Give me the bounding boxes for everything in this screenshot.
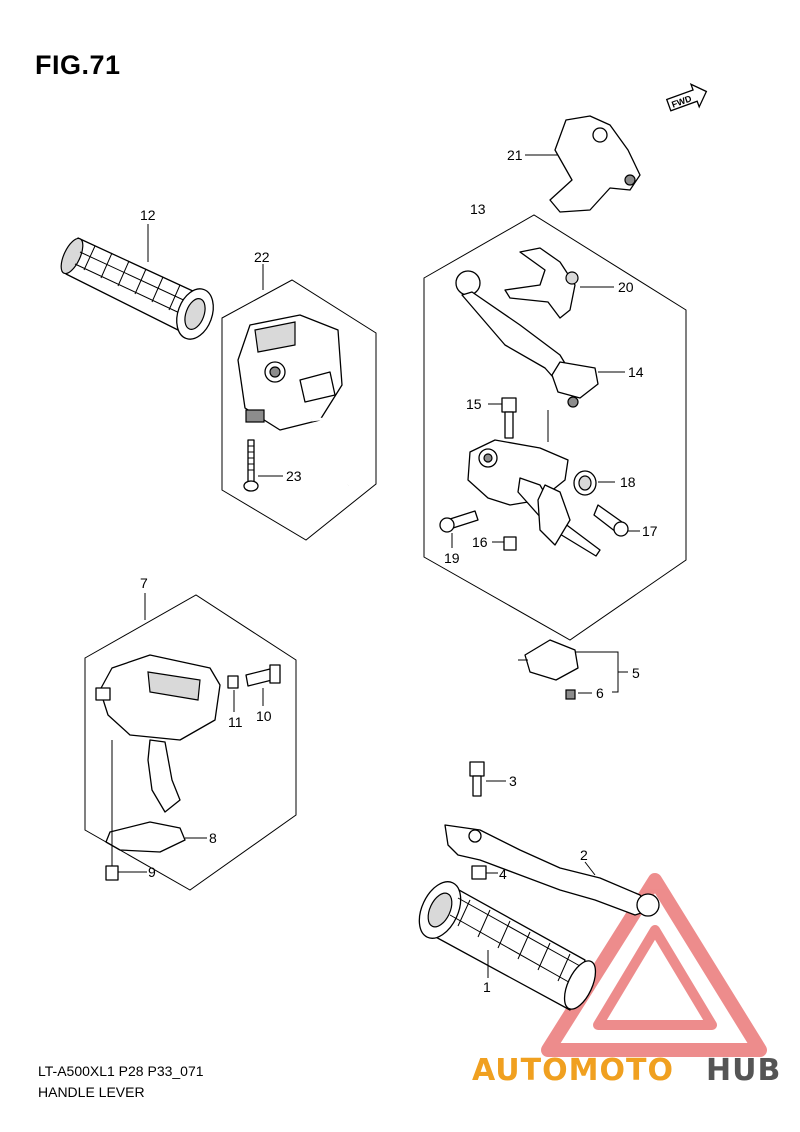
figure-title: FIG.71 bbox=[35, 50, 121, 80]
watermark-text-hub: HUB bbox=[706, 1053, 781, 1088]
part-label-14: 14 bbox=[628, 364, 644, 380]
part-label-21: 21 bbox=[507, 147, 523, 163]
part-label-15: 15 bbox=[466, 396, 482, 412]
lever-pin-20 bbox=[504, 247, 579, 319]
box-7 bbox=[84, 594, 297, 891]
part-label-2: 2 bbox=[580, 847, 588, 863]
box-22 bbox=[221, 279, 377, 541]
switch-5 bbox=[518, 639, 579, 700]
box-13 bbox=[423, 214, 687, 641]
bolt-10 bbox=[245, 664, 281, 687]
part-label-11: 11 bbox=[228, 714, 243, 730]
nut-11 bbox=[227, 675, 239, 689]
grip-left bbox=[60, 237, 214, 340]
part-label-1: 1 bbox=[483, 979, 491, 995]
part-label-7: 7 bbox=[140, 575, 148, 591]
part-label-13: 13 bbox=[470, 201, 486, 217]
lever-bracket bbox=[549, 115, 641, 213]
part-label-20: 20 bbox=[618, 279, 634, 295]
screw-23 bbox=[243, 439, 259, 492]
part-label-17: 17 bbox=[642, 523, 658, 539]
nut-16 bbox=[503, 536, 517, 551]
part-label-22: 22 bbox=[254, 249, 270, 265]
part-label-5: 5 bbox=[632, 665, 640, 681]
part-label-4: 4 bbox=[499, 866, 507, 882]
cover-18 bbox=[573, 470, 597, 496]
part-label-19: 19 bbox=[444, 550, 460, 566]
part-label-18: 18 bbox=[620, 474, 636, 490]
part-label-23: 23 bbox=[286, 468, 302, 484]
switch-14 bbox=[551, 361, 599, 408]
lever-holder bbox=[467, 439, 601, 557]
diagram-code: LT-A500XL1 P28 P33_071 bbox=[38, 1063, 204, 1079]
plate-8 bbox=[105, 821, 186, 853]
part-label-6: 6 bbox=[596, 685, 604, 701]
handlebar-switch bbox=[237, 314, 351, 486]
grip-right bbox=[418, 881, 597, 1011]
part-label-3: 3 bbox=[509, 773, 517, 789]
bolt-19 bbox=[439, 510, 479, 533]
part-label-16: 16 bbox=[472, 534, 488, 550]
nut-4 bbox=[471, 865, 487, 880]
diagram-name: HANDLE LEVER bbox=[38, 1084, 145, 1100]
clutch-lever bbox=[444, 824, 660, 917]
nut-9 bbox=[105, 865, 119, 881]
bolt-17 bbox=[593, 504, 629, 537]
part-label-9: 9 bbox=[148, 864, 156, 880]
bolt-3 bbox=[469, 761, 485, 797]
watermark-triangle bbox=[541, 873, 767, 1057]
part-label-12: 12 bbox=[140, 207, 156, 223]
fwd-arrow-icon: FWD bbox=[665, 83, 708, 112]
watermark-text-main: AUTOMOTO bbox=[472, 1053, 674, 1088]
part-label-8: 8 bbox=[209, 830, 217, 846]
throttle-housing bbox=[95, 654, 221, 813]
watermark-logo: AUTOMOTO HUB bbox=[472, 1053, 781, 1088]
bolt-15 bbox=[501, 397, 517, 439]
part-label-10: 10 bbox=[256, 708, 272, 724]
